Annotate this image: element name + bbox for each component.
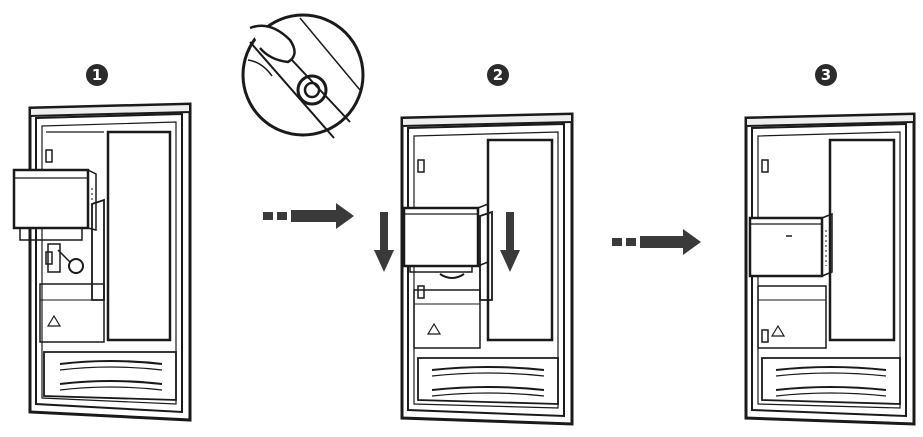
door-step-3 xyxy=(744,112,916,426)
right-arrow-icon xyxy=(612,229,701,255)
door-step-1 xyxy=(12,102,192,422)
right-arrow-icon xyxy=(263,203,354,229)
magnifier-detail xyxy=(241,13,365,139)
down-arrow-icon xyxy=(374,212,394,272)
down-arrow-icon xyxy=(500,212,520,272)
step-number-1: 1 xyxy=(86,64,108,86)
step-number-3: 3 xyxy=(815,64,837,86)
step-number-2: 2 xyxy=(487,64,509,86)
door-step-2 xyxy=(400,112,574,426)
